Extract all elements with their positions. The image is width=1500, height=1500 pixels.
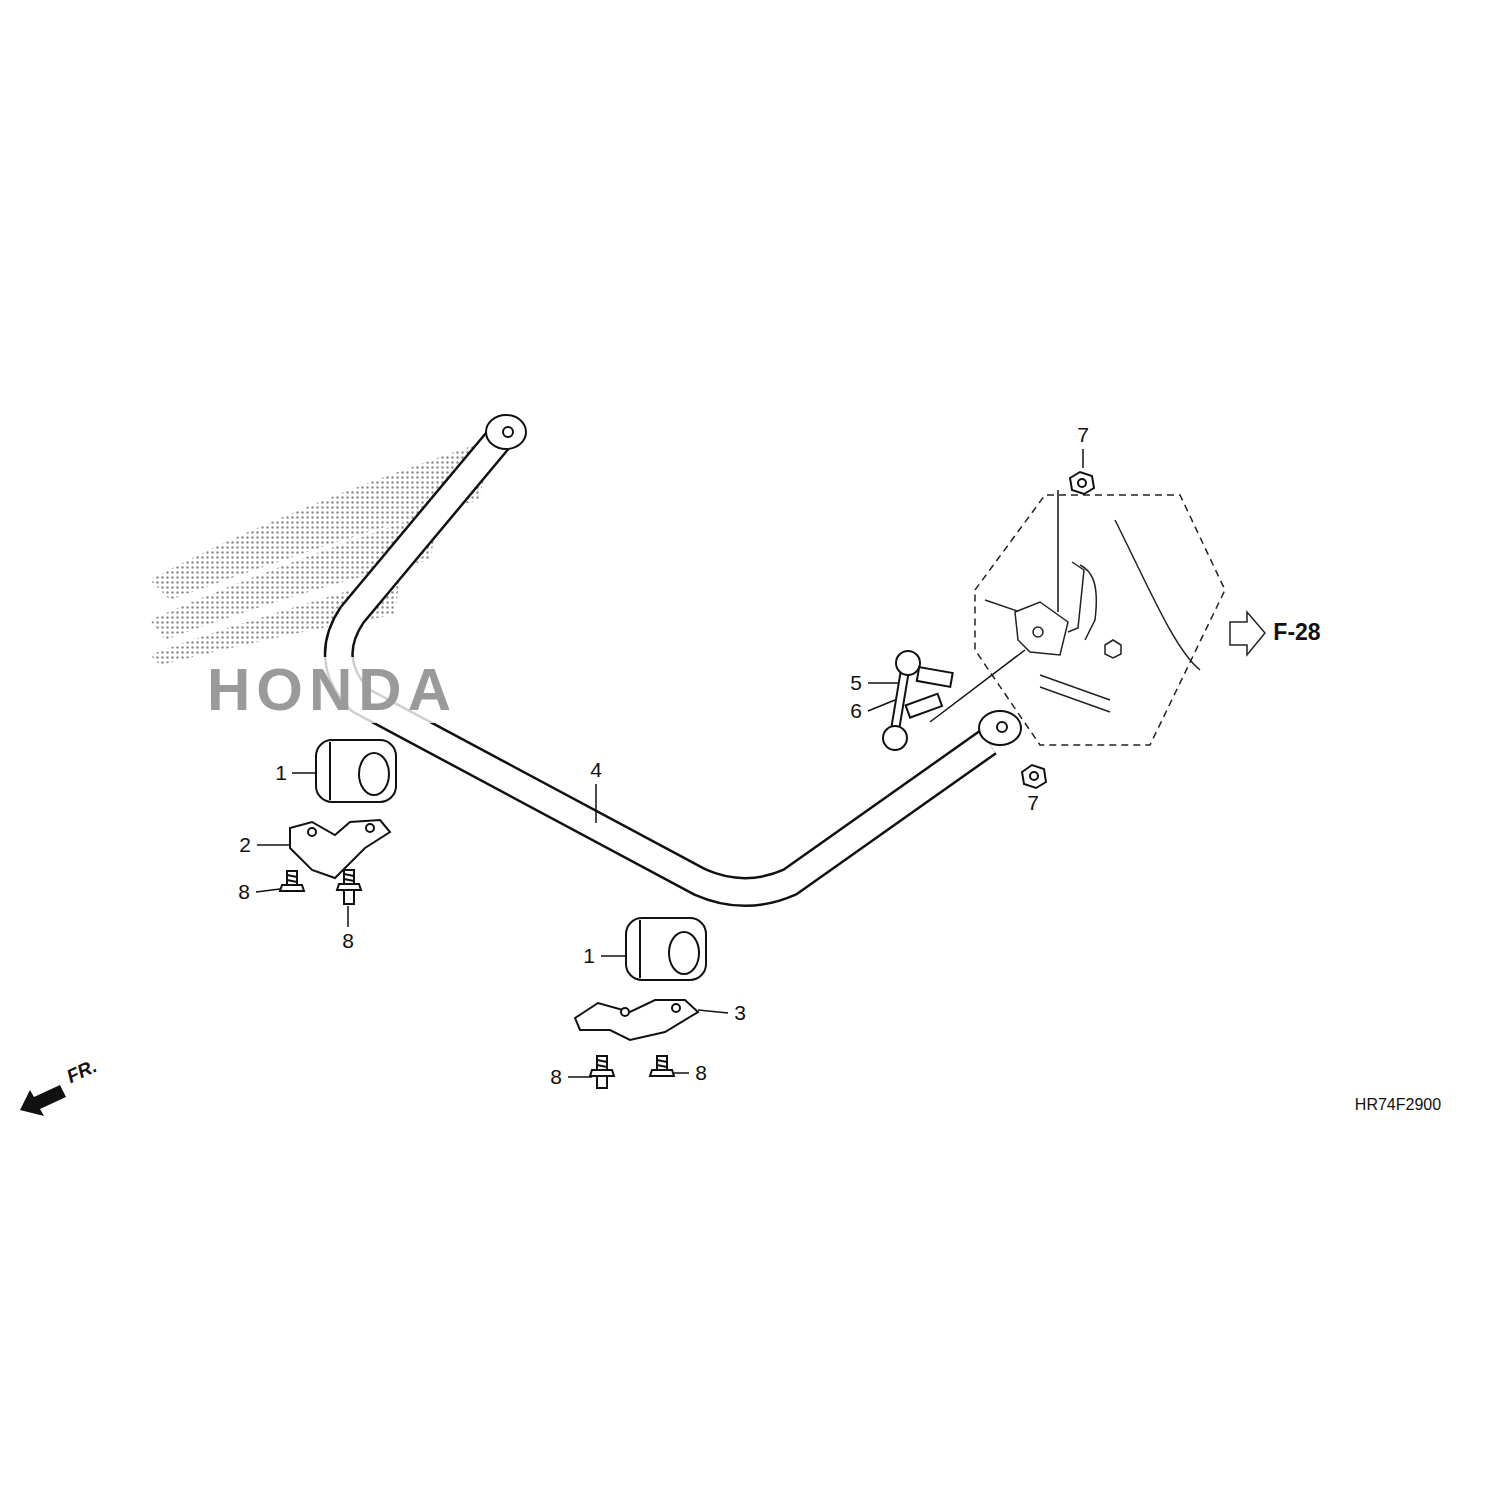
bushing [316,740,706,980]
reference-arrow [1230,612,1265,655]
drawing-code: HR74F2900 [1354,1096,1442,1114]
callout-number: 7 [1026,791,1040,814]
callout-number: 1 [274,761,288,784]
stabilizer-bar [339,415,1021,892]
nut [1022,472,1094,788]
frame-detail [975,495,1225,745]
callout-number: 6 [849,699,863,722]
leader-line [256,449,1083,1077]
logo-wing [150,440,490,665]
callout-number: 3 [733,1001,747,1024]
callout-number: 2 [238,833,252,856]
bracket [290,820,698,1040]
callout-number: 5 [849,671,863,694]
front-indicator: FR. [63,1056,101,1089]
callout-number: 4 [589,758,603,781]
watermark: HONDA [203,657,461,723]
bolt [280,870,674,1088]
reference-code: F-28 [1272,620,1321,645]
callout-number: 1 [582,944,596,967]
callout-number: 8 [341,929,355,952]
callout-number: 8 [694,1061,708,1084]
front-arrow [20,1085,66,1116]
callout-number: 8 [237,880,251,903]
callout-number: 7 [1076,423,1090,446]
callout-number: 8 [549,1065,563,1088]
